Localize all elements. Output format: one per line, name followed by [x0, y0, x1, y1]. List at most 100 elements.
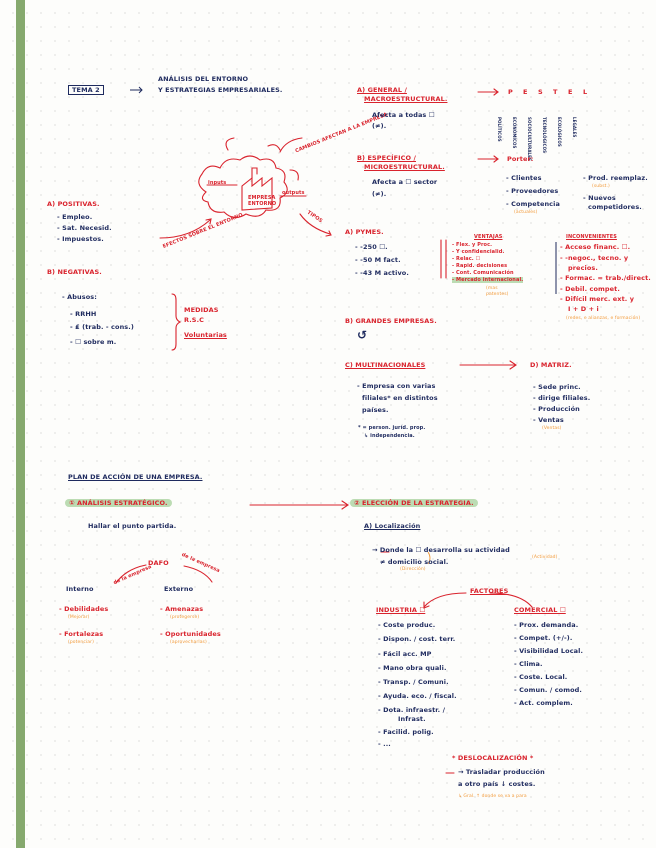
porter-note: (subst.)	[592, 184, 610, 190]
porter-note: (actuales)	[514, 210, 537, 216]
pymes-item: - -250 ☐.	[355, 243, 388, 251]
industria-item: - Facilid. polig.	[378, 728, 434, 736]
loc-note-2: (Dirección)	[400, 567, 426, 573]
pymes-heading: A) PYMES.	[345, 228, 384, 236]
matriz-item: - Ventas	[533, 416, 564, 424]
general-heading-2: MACROESTRUCTURAL.	[364, 95, 447, 103]
industria-heading: INDUSTRIA ☐	[376, 606, 425, 614]
industria-item: - Transp. / Comuni.	[378, 678, 449, 686]
comercial-item: - Coste. Local.	[514, 673, 567, 681]
pestel-letter: S	[538, 88, 543, 96]
industria-item: - ...	[378, 740, 391, 748]
deslocalizacion-heading: * DESLOCALIZACIÓN *	[452, 754, 533, 762]
ventaja-item: - Rapid. decisiones	[452, 263, 507, 269]
loc-desc: → Donde la ☐ desarrolla su actividad	[372, 546, 510, 554]
pymes-item: - -50 M fact.	[355, 256, 401, 264]
dafo-item: - Debilidades	[59, 605, 108, 613]
localizacion-heading: A) Localización	[364, 522, 420, 530]
comercial-item: - Compet. (+/-).	[514, 634, 572, 642]
inconv-item: - Formac. = trab./direct.	[560, 274, 651, 282]
porter-item: - Competencia	[506, 200, 560, 208]
ventaja-item: - Cont. Comunicación	[452, 270, 514, 276]
negatives-heading: B) NEGATIVAS.	[47, 268, 102, 276]
multi-desc: países.	[362, 406, 389, 414]
cycle-icon: ↺	[357, 328, 367, 342]
pestel-word: TECNOLÓGICOS	[540, 117, 548, 153]
general-heading: A) GENERAL /	[357, 86, 407, 94]
general-desc: Afecta a todas ☐	[372, 111, 435, 119]
pestel-word: ECONÓMICOS	[510, 117, 518, 149]
factory-label-2: ENTORNO	[248, 201, 276, 207]
multi-desc: filiales* en distintos	[362, 394, 438, 402]
pestel-letter: E	[523, 88, 528, 96]
inconv-item: precios.	[568, 264, 598, 272]
negative-item: - RRHH	[70, 310, 96, 318]
positives-heading: A) POSITIVAS.	[47, 200, 100, 208]
step1-heading: ① ANÁLISIS ESTRATÉGICO.	[65, 499, 172, 507]
multi-note: * = person. juríd. prop.	[358, 425, 425, 431]
plan-heading: PLAN DE ACCIÓN DE UNA EMPRESA.	[68, 473, 203, 481]
comercial-item: - Comun. / comod.	[514, 686, 582, 694]
matriz-note: (Ventas)	[542, 426, 562, 432]
desloc-desc: → Trasladar producción	[458, 768, 545, 776]
inconv-item: I + D + i	[568, 305, 599, 313]
interno-label: Interno	[66, 585, 94, 593]
dafo-note: (protegerse)	[170, 615, 199, 621]
topic-badge: TEMA 2	[68, 85, 104, 95]
ventajas-note-2: patentes)	[486, 292, 509, 298]
porter-heading: Porter:	[507, 155, 533, 163]
matriz-heading: D) MATRIZ.	[530, 361, 572, 369]
outputs-label: outputs	[282, 190, 305, 196]
porter-item: competidores.	[588, 203, 642, 211]
ventaja-item: - Y confidencialid.	[452, 249, 504, 255]
pestel-letter: E	[568, 88, 573, 96]
pestel-word: ECOLÓGICOS	[555, 117, 563, 147]
pestel-letter: T	[553, 88, 558, 96]
pestel-letter: P	[508, 88, 513, 96]
loc-desc-2: ≠ domicilio social.	[380, 558, 449, 566]
positive-item: - Sat. Necesid.	[57, 224, 112, 232]
industria-item: - Ayuda. eco. / fiscal.	[378, 692, 457, 700]
pestel-letter: L	[583, 88, 587, 96]
externo-label: Externo	[164, 585, 193, 593]
industria-item: - Dota. infraestr. /	[378, 706, 445, 714]
multi-desc: - Empresa con varias	[357, 382, 435, 390]
dafo-item: - Oportunidades	[160, 630, 221, 638]
matriz-item: - Sede princ.	[533, 383, 581, 391]
pestel-word: LEGALES	[570, 117, 578, 138]
comercial-item: - Clima.	[514, 660, 543, 668]
specific-desc: Afecta a ☐ sector	[372, 178, 437, 186]
page-title-line1: ANÁLISIS DEL ENTORNO	[158, 75, 248, 83]
multinacionales-heading: C) MULTINACIONALES	[345, 361, 425, 369]
porter-item: - Prod. reemplaz.	[583, 174, 648, 182]
inconv-note: (redes, e alianzas, e formación)	[566, 316, 640, 322]
comercial-item: - Prox. demanda.	[514, 621, 578, 629]
general-desc-2: (≠).	[372, 122, 386, 130]
ventaja-item: - Relac. ☐	[452, 256, 480, 262]
abusos-label: - Abusos:	[62, 293, 97, 301]
ventaja-item: - Flex. y Proc.	[452, 242, 492, 248]
grandes-heading: B) GRANDES EMPRESAS.	[345, 317, 437, 325]
industria-item: - Coste produc.	[378, 621, 435, 629]
dafo-note: (Mejorar)	[68, 615, 90, 621]
step2-heading: ② ELECCIÓN DE LA ESTRATEGIA.	[350, 499, 478, 507]
multi-note-2: ↳ independencia.	[364, 433, 415, 439]
medidas-label: MEDIDAS	[184, 306, 219, 314]
porter-item: - Proveedores	[506, 187, 558, 195]
industria-item: Infrast.	[398, 715, 426, 723]
industria-item: - Dispon. / cost. terr.	[378, 635, 455, 643]
ventaja-item: - Mercado internacional.	[452, 277, 523, 283]
inconv-item: - -negoc., tecno. y	[560, 254, 628, 262]
page-title-line2: Y ESTRATEGIAS EMPRESARIALES.	[158, 86, 282, 94]
negative-item: - ₤ (trab. - cons.)	[70, 323, 134, 331]
specific-heading-2: MICROESTRUCTURAL.	[364, 163, 445, 171]
positive-item: - Impuestos.	[57, 235, 104, 243]
ventajas-title: VENTAJAS	[474, 234, 503, 240]
pymes-item: - -43 M activo.	[355, 269, 409, 277]
rsc-label: R.S.C	[184, 316, 204, 324]
matriz-item: - dirige filiales.	[533, 394, 590, 402]
pestel-word: POLÍTICOS	[495, 117, 503, 142]
dafo-note: (aprovecharlas)	[170, 640, 207, 646]
dafo-item: - Amenazas	[160, 605, 203, 613]
porter-item: - Clientes	[506, 174, 542, 182]
